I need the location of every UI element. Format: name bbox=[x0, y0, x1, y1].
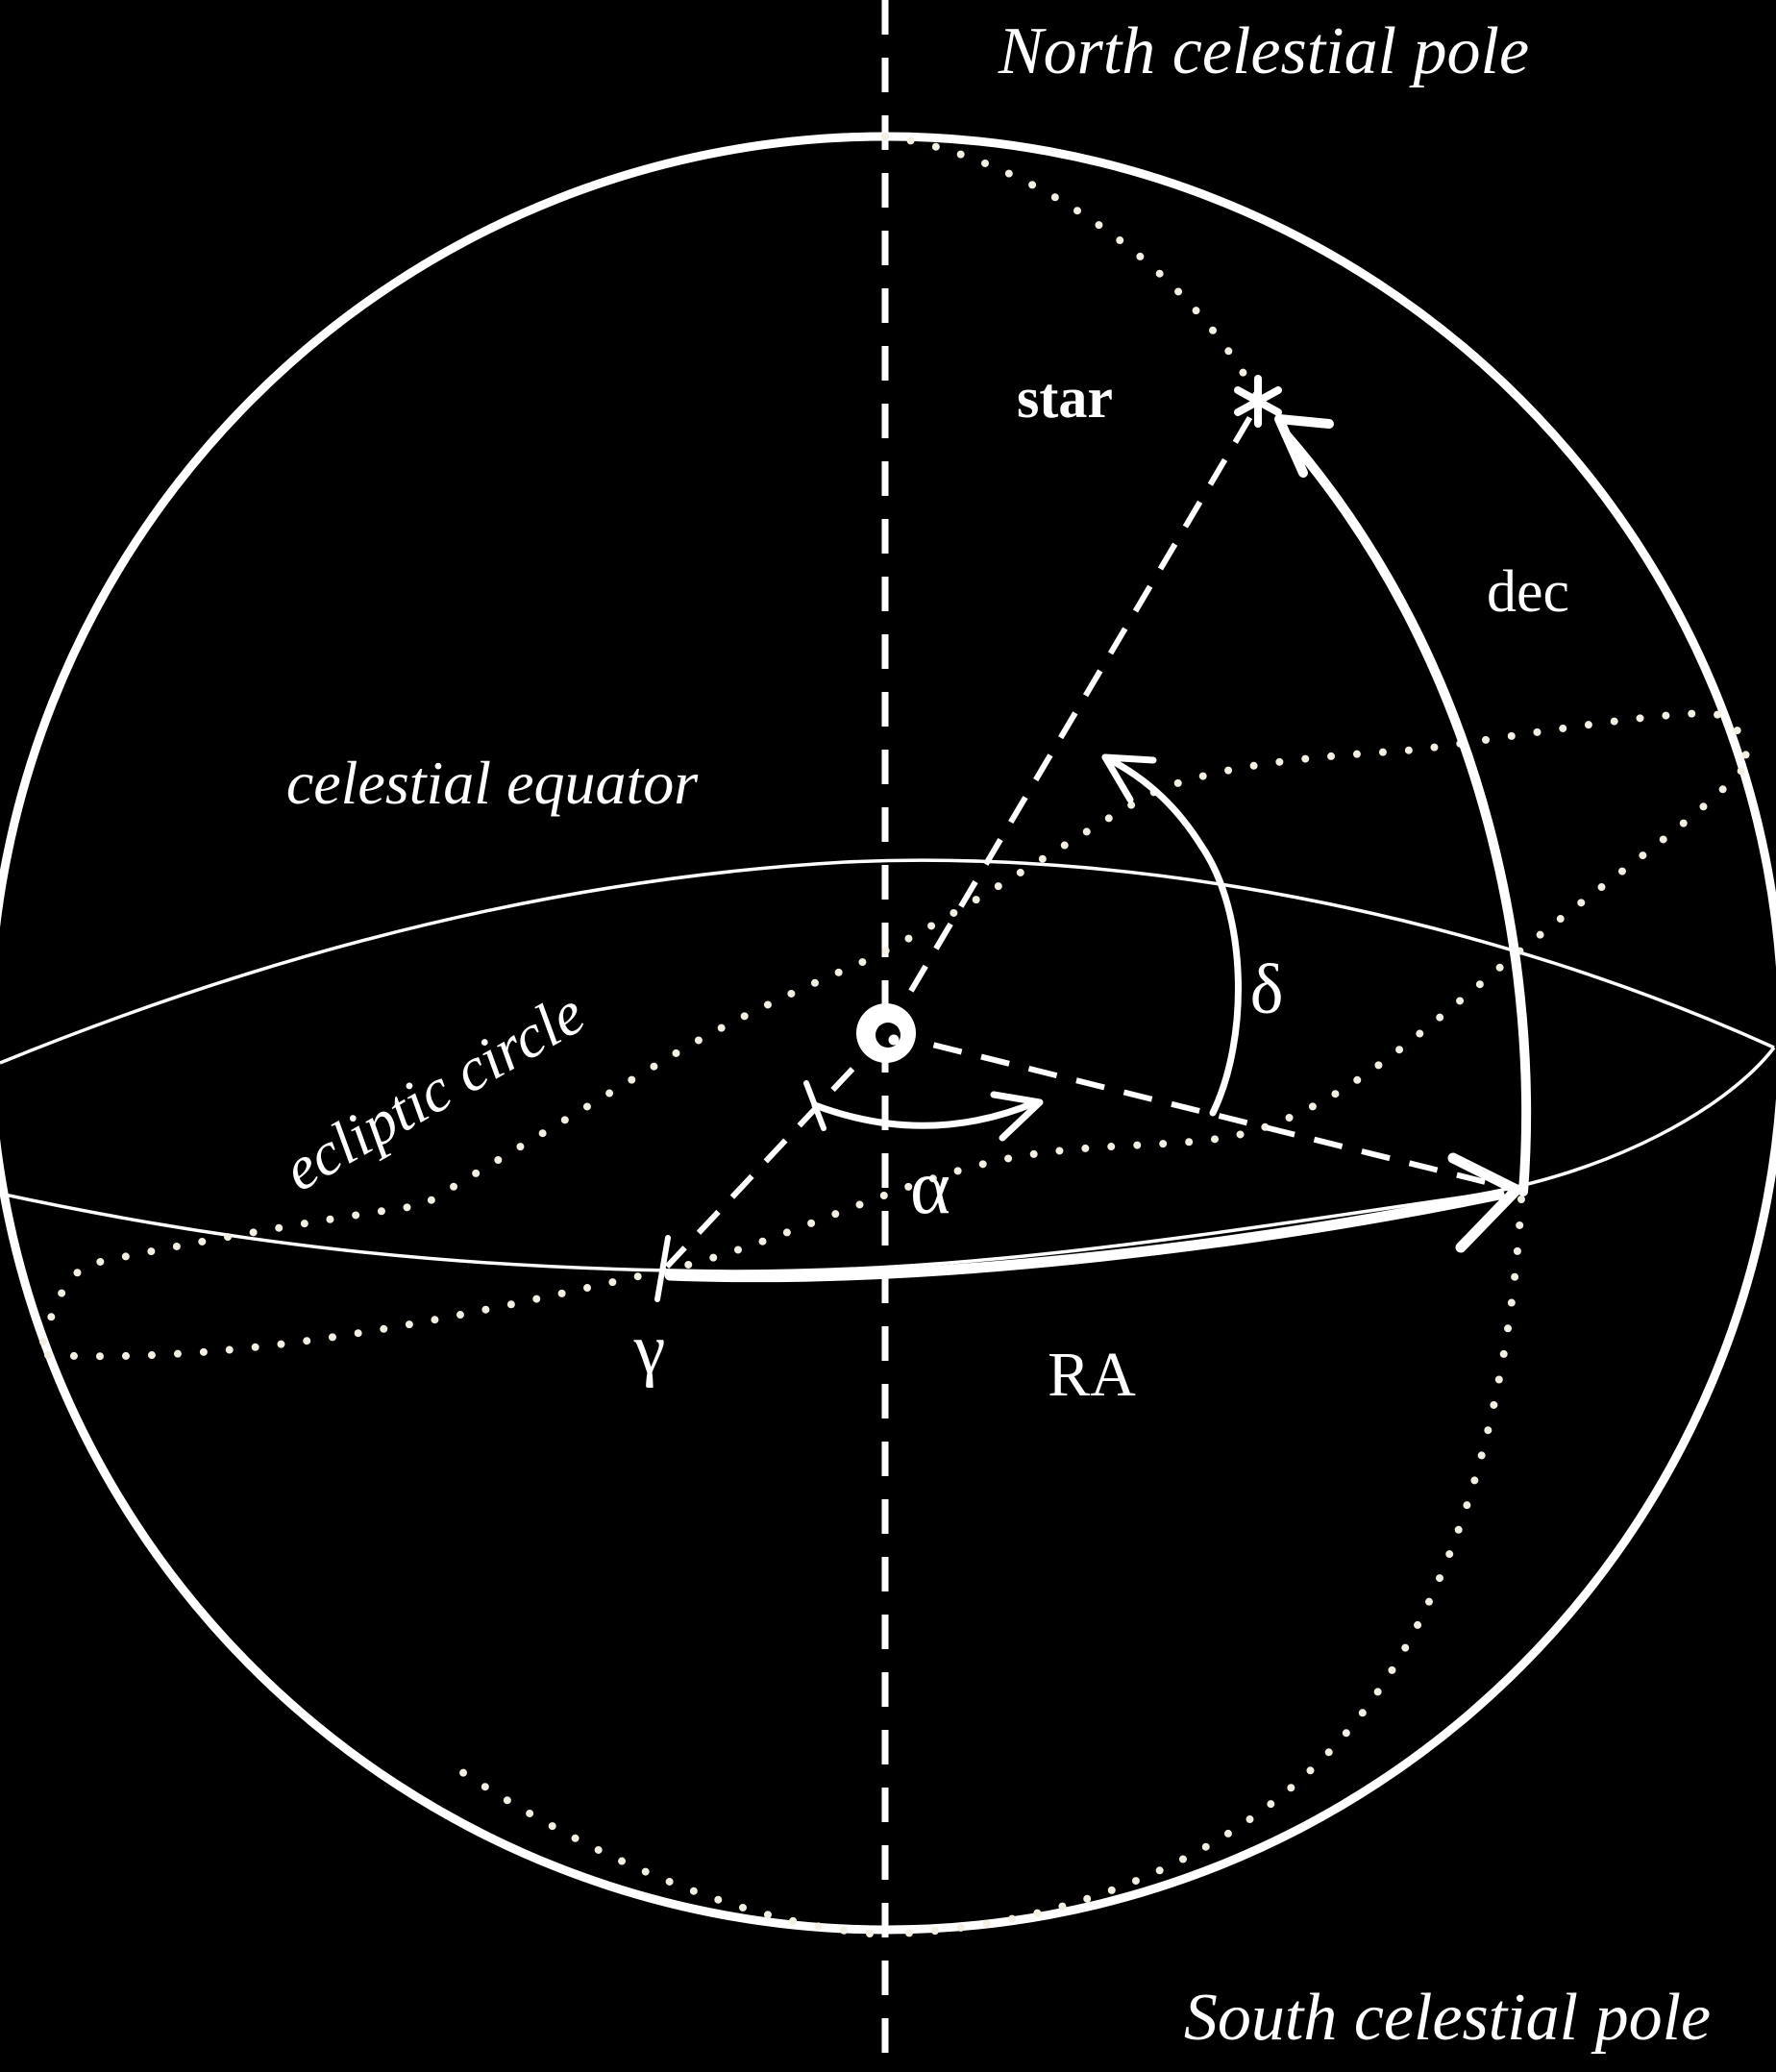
dec-arrowhead-icon bbox=[1274, 414, 1334, 478]
line-center-to-gamma bbox=[664, 1030, 889, 1270]
ecliptic-back-dotted-curve bbox=[39, 708, 1751, 1345]
delta-label: δ bbox=[1250, 950, 1284, 1029]
earth-inner-dot bbox=[888, 1034, 900, 1046]
star-marker-icon bbox=[1234, 375, 1282, 428]
ecliptic-front-dotted-curve bbox=[44, 760, 1751, 1361]
delta-arc bbox=[1101, 753, 1242, 1117]
gamma-label: γ bbox=[633, 1310, 666, 1389]
line-center-to-star bbox=[883, 413, 1254, 1035]
dec-arc bbox=[1281, 430, 1532, 1196]
ra-arrow-shaft bbox=[664, 1189, 1505, 1283]
alpha-arrowhead-icon bbox=[990, 1091, 1044, 1142]
earth-center-icon bbox=[856, 1003, 916, 1063]
dec-label: dec bbox=[1487, 559, 1569, 625]
celestial-equator-front-curve bbox=[0, 1046, 1776, 1273]
line-center-to-equator-point bbox=[885, 1030, 1517, 1193]
gamma-tick bbox=[654, 1235, 671, 1302]
alpha-arc bbox=[811, 1098, 1040, 1129]
south-pole-label: South celestial pole bbox=[1184, 1981, 1711, 2055]
delta-arrowhead-icon bbox=[1101, 753, 1157, 803]
ra-label: RA bbox=[1048, 1340, 1136, 1410]
star-label: star bbox=[1017, 366, 1113, 430]
north-pole-label: North celestial pole bbox=[998, 14, 1529, 88]
alpha-arc-start-tick bbox=[803, 1080, 826, 1131]
ra-arrowhead-icon bbox=[1447, 1152, 1522, 1253]
celestial-equator-back-curve bbox=[0, 858, 1775, 1065]
hour-circle-top-dotted bbox=[881, 133, 1265, 407]
alpha-label: α bbox=[910, 1146, 950, 1230]
celestial-equator-label: celestial equator bbox=[286, 749, 699, 817]
